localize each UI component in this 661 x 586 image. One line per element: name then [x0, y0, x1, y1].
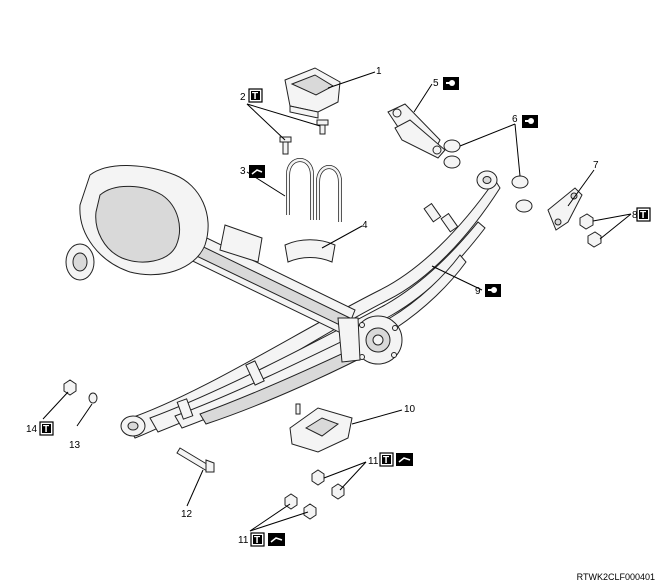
grease-icon — [485, 284, 501, 297]
oil-icon — [268, 533, 285, 546]
svg-text:T: T — [640, 210, 646, 221]
torque-icon: T — [39, 421, 54, 436]
svg-text:T: T — [252, 91, 258, 102]
torque-icon: T — [636, 207, 651, 222]
grease-icon — [249, 165, 265, 178]
nut-14 — [63, 379, 77, 396]
callout-7: 7 — [593, 160, 599, 171]
nuts-8 — [579, 213, 602, 248]
oil-icon — [396, 453, 413, 466]
bolts-2 — [279, 119, 329, 155]
callout-5: 5 — [433, 78, 439, 89]
callout-12: 12 — [181, 509, 193, 520]
bolt-12 — [176, 447, 215, 473]
callout-10: 10 — [404, 404, 416, 415]
grease-icon — [443, 77, 459, 90]
callout-11-upper: 11 — [368, 456, 379, 467]
svg-text:T: T — [383, 455, 389, 466]
figure-code: RTWK2CLF000401 — [576, 572, 655, 582]
callout-6: 6 — [512, 114, 518, 125]
torque-icon: T — [248, 88, 263, 103]
callout-4: 4 — [362, 220, 368, 231]
callout-2: 2 — [240, 92, 246, 103]
callout-9: 9 — [475, 286, 481, 297]
callout-3: 3 — [240, 166, 246, 177]
bump-stopper — [284, 67, 341, 119]
grease-icon — [522, 115, 538, 128]
u-bolts — [286, 158, 342, 222]
callout-14: 14 — [26, 424, 38, 435]
callout-1: 1 — [376, 66, 382, 77]
spacer-plate — [284, 239, 336, 263]
callout-8: 8 — [632, 210, 638, 221]
washer-13 — [88, 392, 98, 404]
spring-seat — [289, 403, 353, 453]
callout-11-lower: 11 — [238, 535, 249, 546]
torque-icon: T — [250, 532, 265, 547]
nuts-11 — [284, 469, 345, 520]
torque-icon: T — [379, 452, 394, 467]
svg-text:T: T — [43, 424, 49, 435]
callout-13: 13 — [69, 440, 81, 451]
svg-text:T: T — [254, 535, 260, 546]
axle-housing — [65, 165, 403, 365]
shackle — [387, 103, 446, 159]
leader-lines — [42, 71, 632, 532]
